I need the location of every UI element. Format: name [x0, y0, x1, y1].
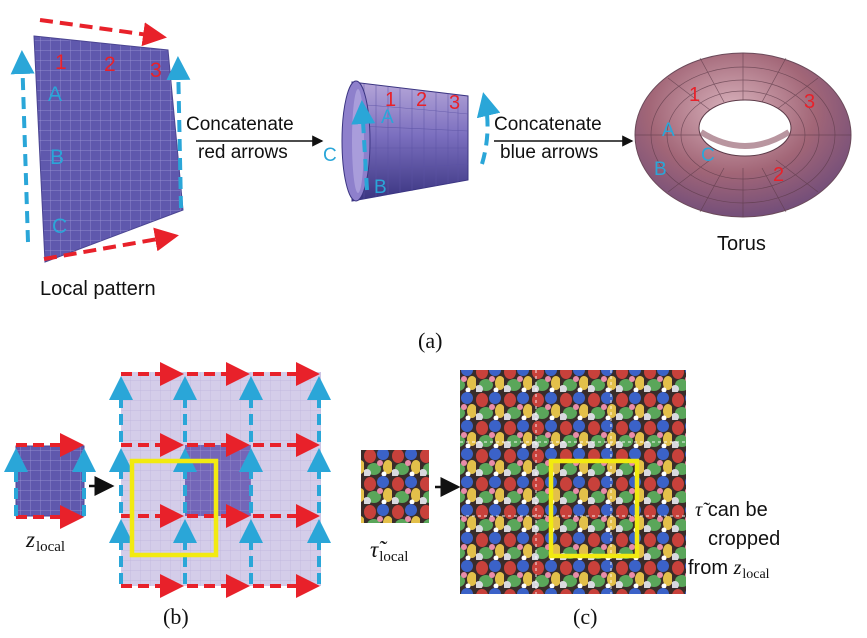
tau-local-label: τ̃local	[370, 538, 408, 565]
concat-red-label-line1: Concatenate	[186, 114, 294, 135]
cylinder-letter-b: B	[374, 177, 387, 198]
concat-red-label-line2: red arrows	[198, 142, 288, 163]
panel-c-caption: (c)	[573, 604, 598, 629]
b-crop-highlight	[129, 458, 219, 558]
red-arrow-bottom	[43, 227, 179, 261]
z-symbol: z	[26, 527, 35, 552]
tiled-blue-arrows	[109, 376, 331, 584]
local-number-1: 1	[55, 51, 67, 74]
tau-symbol: τ̃	[370, 537, 379, 562]
c-crop-highlight	[548, 458, 640, 559]
note-z-subscript: local	[742, 567, 770, 582]
torus-number-3: 3	[804, 91, 816, 113]
torus-number-1: 1	[689, 84, 701, 106]
cylinder-letter-a: A	[381, 107, 394, 128]
crop-note-line3: from zlocal	[688, 558, 770, 582]
note-line1-suffix: can be	[702, 499, 768, 521]
cylinder-blue-arrow-right	[476, 92, 501, 165]
tiled-texture	[460, 370, 686, 594]
crop-note-line2: cropped	[708, 528, 781, 550]
local-pattern-sheet	[33, 35, 184, 263]
concat-blue-label-line2: blue arrows	[500, 142, 599, 163]
crop-note-line1: τ̃ can be	[695, 500, 768, 520]
local-letter-c: C	[52, 215, 68, 238]
local-number-2: 2	[104, 53, 116, 76]
torus-shape	[634, 52, 852, 218]
note-line3-prefix: from	[688, 557, 734, 579]
cylinder-number-2: 2	[416, 89, 428, 111]
torus-letter-b: B	[654, 159, 667, 180]
z-local-tile	[15, 445, 85, 517]
z-local-label: zlocal	[26, 528, 65, 555]
local-number-3: 3	[150, 59, 162, 82]
note-tau-symbol: τ̃	[695, 499, 703, 521]
local-letter-b: B	[50, 146, 65, 169]
z-subscript: local	[35, 539, 66, 555]
concat-blue-label-line1: Concatenate	[494, 114, 602, 135]
torus-letter-a: A	[662, 120, 675, 141]
cylinder-number-3: 3	[449, 92, 461, 114]
tau-subscript: local	[379, 549, 409, 565]
torus-caption: Torus	[717, 233, 766, 255]
cylinder-number-1: 1	[385, 89, 397, 111]
blue-arrow-right	[166, 56, 191, 209]
red-arrow-top	[39, 18, 167, 47]
cylinder-blue-arrow-left	[351, 100, 376, 191]
torus-letter-c: C	[701, 145, 715, 166]
torus-number-2: 2	[773, 164, 785, 186]
blue-arrow-left	[10, 50, 35, 243]
local-pattern-caption: Local pattern	[40, 278, 156, 300]
panel-a-caption: (a)	[418, 328, 443, 353]
tau-local-tile	[361, 450, 429, 523]
local-letter-a: A	[48, 83, 63, 106]
note-z-symbol: z	[733, 557, 742, 579]
panel-b-caption: (b)	[163, 604, 189, 629]
cylinder-letter-c: C	[323, 145, 337, 166]
